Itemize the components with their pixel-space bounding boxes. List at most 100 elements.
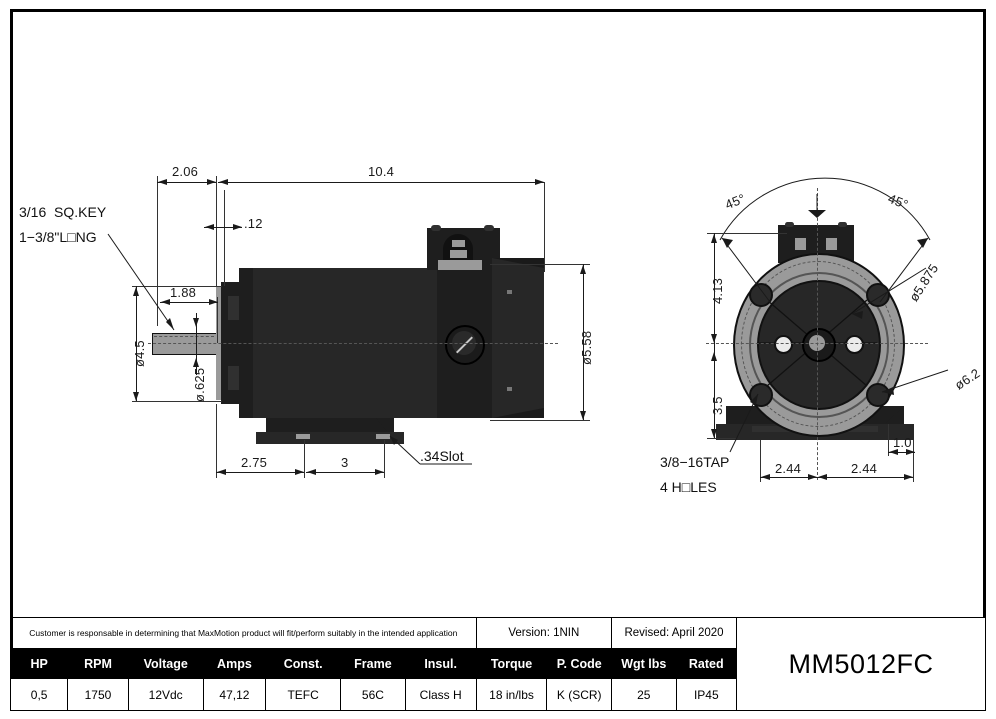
header-torque: Torque: [475, 648, 548, 679]
slot-note: .34Slot: [420, 448, 464, 464]
ext-line-shaft-end: [157, 176, 158, 326]
arrow-0-12-right: [233, 223, 242, 230]
dim-line-2-75: [216, 472, 304, 473]
tap-hole-top-left: [749, 283, 773, 307]
part-number-text: MM5012FC: [788, 648, 934, 679]
arrow-10-4-left: [219, 178, 228, 185]
terminal-box-lug-right: [484, 225, 494, 231]
arrow-3-left: [307, 468, 316, 475]
end-terminal-stud-left: [795, 238, 806, 250]
ext-line-foot-datum: [216, 404, 217, 478]
arrow-413-up: [710, 234, 717, 243]
ext-line-foot-right: [384, 440, 385, 478]
arrow-3-right: [375, 468, 384, 475]
dim-3: 3: [341, 455, 349, 470]
arrow-2-06-left: [158, 178, 167, 185]
ext-line-flange-dia-top: [132, 286, 222, 287]
ext-line-body-top: [490, 264, 590, 265]
key-note-line2: 1−3/8ʺL□NG: [19, 229, 97, 245]
face-screw-left: [774, 335, 793, 354]
ext-line-slot-left: [888, 424, 889, 456]
arrow-2-44-left-r: [808, 473, 817, 480]
key-note-line1: 3/16 SQ.KEY: [19, 204, 107, 220]
dim-shaft-diameter: ø.625: [192, 367, 207, 402]
table-row-headers: HP RPM Voltage Amps Const. Frame Insul. …: [9, 648, 986, 679]
rear-cover-bevel-top: [492, 258, 544, 268]
terminal-stud-upper: [452, 240, 465, 247]
value-wgt-lbs: 25: [611, 678, 677, 711]
dim-line-flange-dia: [136, 286, 137, 401]
arrow-2-75-left: [217, 468, 226, 475]
rear-cover-bevel-bottom: [492, 408, 544, 418]
ext-line-shaft-dia-ref: [217, 297, 218, 343]
dim-10-4: 10.4: [368, 164, 395, 179]
dim-line-2-44-left: [760, 477, 817, 478]
terminal-stud-lower: [450, 250, 467, 258]
dim-4-13: 4.13: [710, 277, 725, 304]
arrow-1-0-right: [906, 448, 915, 455]
dim-0-12: .12: [244, 216, 263, 231]
rear-cover-screw-top: [507, 290, 512, 294]
tap-note-line1: 3/8−16TAP: [660, 454, 730, 470]
terminal-box-lug-left: [431, 225, 441, 231]
value-insul: Class H: [404, 678, 477, 711]
header-const: Const.: [265, 648, 342, 679]
outer-dia-leader: [881, 369, 949, 395]
tap-hole-bottom-right: [866, 383, 890, 407]
value-torque: 18 in/lbs: [475, 678, 548, 711]
arrow-10-4-right: [535, 178, 544, 185]
arrow-body-dia-up: [579, 265, 586, 274]
dim-line-3: [306, 472, 384, 473]
ext-line-foot-left-end: [760, 440, 761, 482]
header-p-code: P. Code: [546, 648, 613, 679]
dim-2-44-right: 2.44: [851, 461, 878, 476]
pilot-dia-leader: [851, 267, 927, 319]
arrow-1-0-left: [889, 448, 898, 455]
value-amps: 47,12: [202, 678, 267, 711]
tap-note-leader: [729, 393, 759, 453]
value-voltage: 12Vdc: [127, 678, 204, 711]
ext-line-flange-back: [224, 190, 225, 286]
end-terminal-lug-left: [785, 222, 794, 227]
dim-line-shaft-dia: [196, 313, 197, 375]
arrow-flange-dia-down: [132, 392, 139, 401]
dim-line-2-06: [157, 182, 216, 183]
base-plate: [256, 432, 404, 444]
dim-body-diameter: ø5.58: [579, 330, 594, 365]
arrow-1-88-left: [161, 298, 170, 305]
dim-flange-diameter: ø4.5: [132, 340, 147, 367]
arrow-2-44-left-l: [761, 473, 770, 480]
face-screw-right: [845, 335, 864, 354]
value-hp: 0,5: [9, 678, 69, 711]
disclaimer-cell: Customer is responsable in determining t…: [10, 617, 477, 649]
arrow-35-up: [710, 352, 717, 361]
value-const: TEFC: [265, 678, 342, 711]
header-amps: Amps: [202, 648, 267, 679]
arrow-2-44-right-r: [904, 473, 913, 480]
arrow-flange-dia-up: [132, 287, 139, 296]
value-rated: IP45: [675, 678, 737, 711]
slot-note-leader: [389, 435, 472, 465]
dim-line-10-4: [218, 182, 544, 183]
arrow-2-44-right-l: [818, 473, 827, 480]
title-block: Customer is responsable in determining t…: [9, 617, 987, 711]
foot-slot-left: [296, 434, 310, 439]
value-p-code: K (SCR): [546, 678, 613, 711]
terminal-base-plate: [438, 260, 482, 270]
foot-slot-right: [376, 434, 390, 439]
header-wgt-lbs: Wgt lbs: [611, 648, 677, 679]
dim-line-body-dia: [583, 264, 584, 420]
dim-line-1-0: [888, 452, 915, 453]
ext-line-flange-front: [216, 176, 217, 286]
dim-1-0: 1.0: [893, 435, 912, 450]
part-number-cell: MM5012FC: [735, 617, 987, 711]
header-frame: Frame: [340, 648, 406, 679]
dim-2-75: 2.75: [241, 455, 268, 470]
shaft-key-line: [154, 336, 214, 337]
rear-cover: [492, 258, 544, 418]
dim-1-88: 1.88: [170, 285, 197, 300]
dim-line-1-88: [160, 302, 218, 303]
revised-cell: Revised: April 2020: [611, 617, 737, 649]
arrow-413-down: [710, 334, 717, 343]
